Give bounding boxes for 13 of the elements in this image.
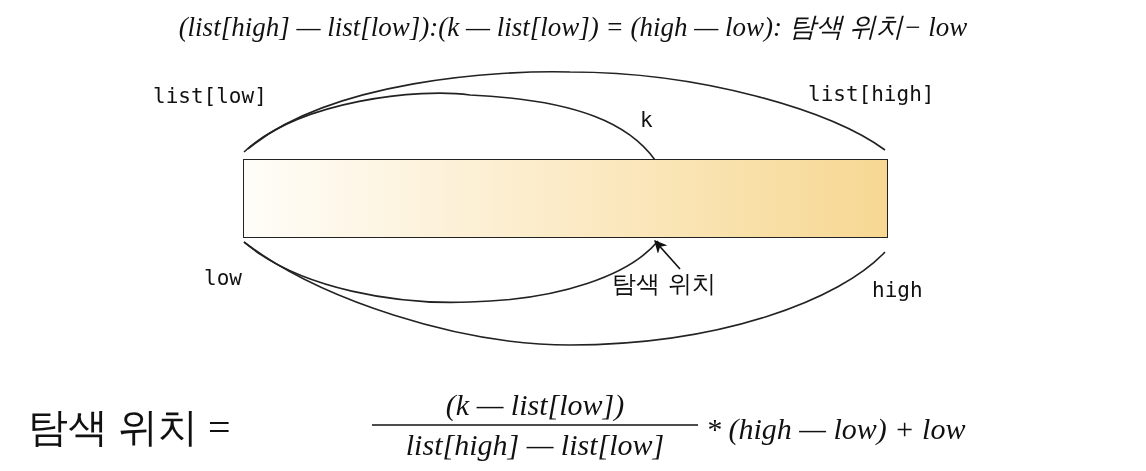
arc-label: list[high] — [808, 84, 935, 105]
array-bar — [243, 159, 888, 238]
arc-label: low — [204, 268, 242, 289]
arc-label: list[low] — [153, 86, 267, 107]
search-position-label: 탐색 위치 — [612, 272, 732, 302]
formula-text: 탐색 위치 = — [28, 408, 231, 448]
formula-denominator: list[high] — list[low] — [405, 430, 665, 460]
arc-label: high — [872, 280, 923, 301]
formula-text: * (high — low) + low — [706, 414, 966, 444]
formula-numerator: (k — list[low]) — [445, 390, 625, 420]
arc-label: k — [640, 110, 653, 131]
ratio-formula: (list[high] — list[low]):(k — list[low]) = (high — low): 탐색 위치− low — [178, 14, 968, 41]
leader-arrow — [654, 240, 681, 270]
